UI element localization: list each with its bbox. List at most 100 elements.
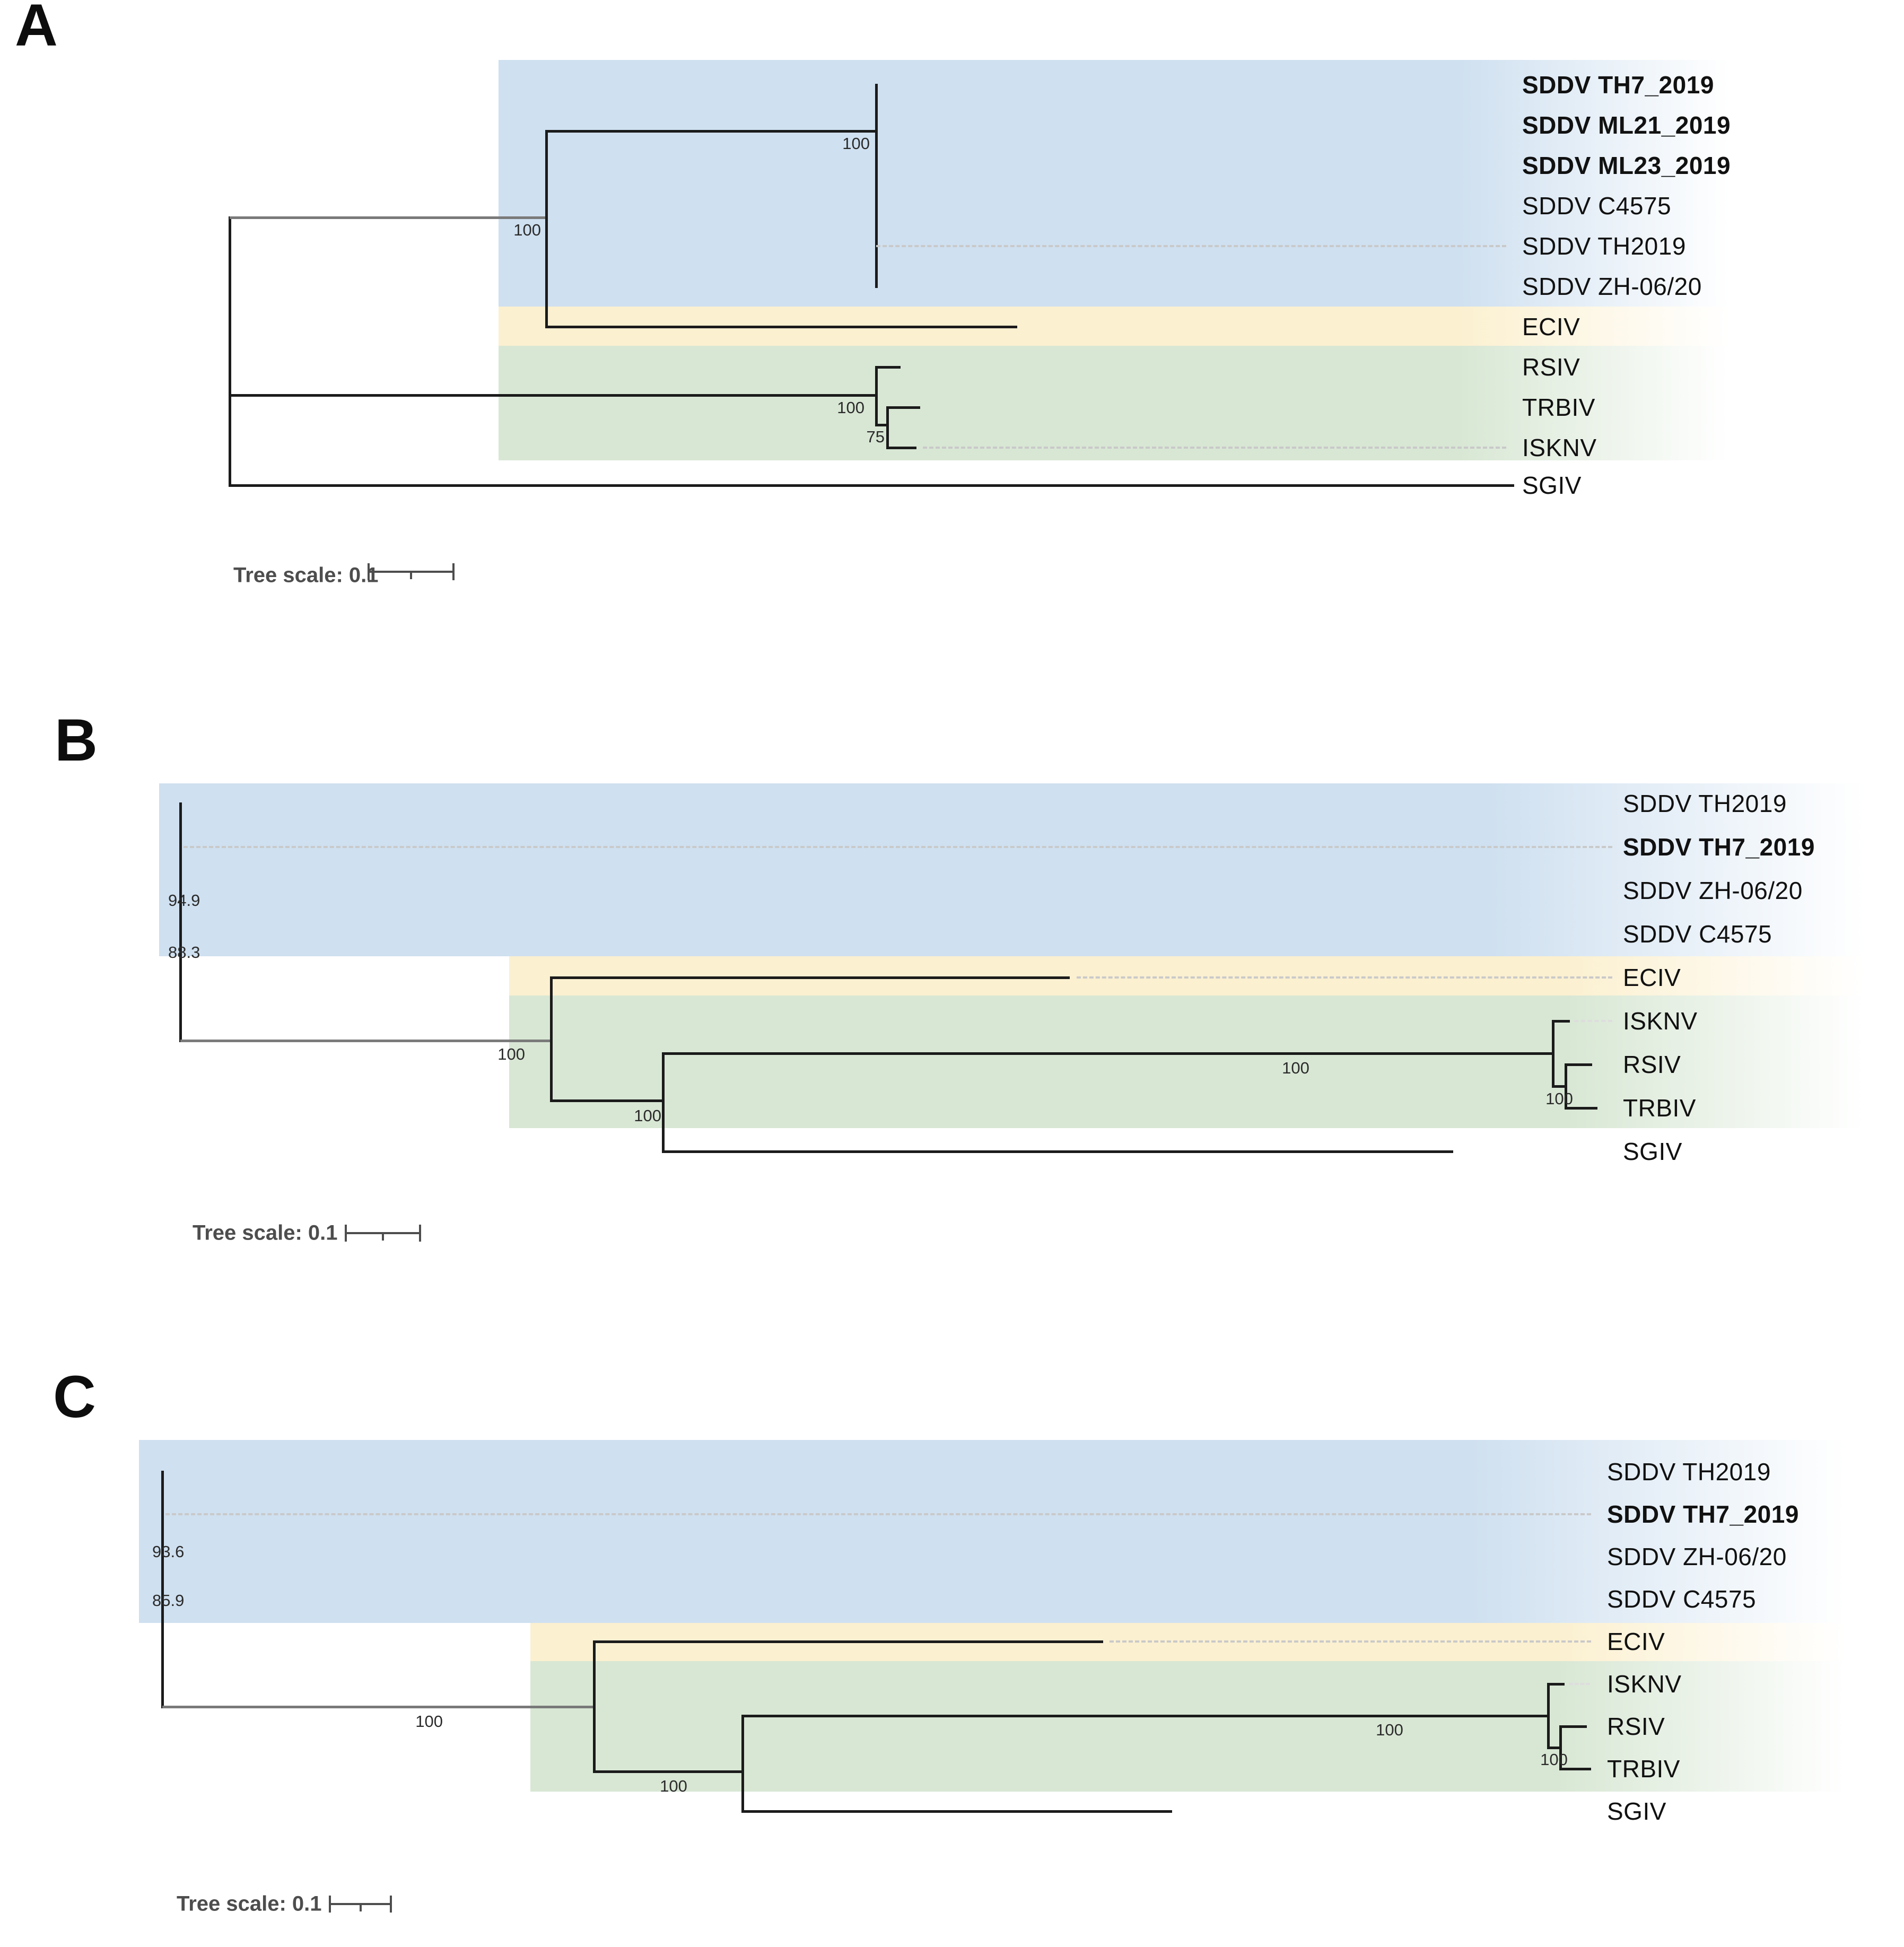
tree-scale-label: Tree scale: 0.1 <box>193 1221 338 1245</box>
support-label: 100 <box>497 1045 525 1063</box>
taxon-label: SDDV C4575 <box>1522 192 1672 220</box>
taxon-label: ISKNV <box>1522 434 1597 461</box>
taxon-label: SDDV TH2019 <box>1522 232 1686 260</box>
taxon-label: SDDV ZH-06/20 <box>1607 1543 1787 1570</box>
taxon-label: ECIV <box>1522 313 1580 340</box>
scale-bar-mid-tick <box>382 1233 384 1241</box>
branch-vertical <box>228 216 231 487</box>
branch-vertical <box>179 802 182 1042</box>
taxon-label: ISKNV <box>1623 1007 1698 1035</box>
branch-vertical <box>592 1640 596 1773</box>
branch-horizontal <box>1548 1746 1560 1749</box>
panel-letter: C <box>53 1364 96 1430</box>
support-label: 100 <box>1540 1750 1568 1769</box>
branch-horizontal <box>663 1052 1553 1055</box>
branch-horizontal <box>230 216 546 219</box>
branch-vertical <box>741 1714 744 1813</box>
branch-vertical <box>1551 1019 1554 1088</box>
branch-horizontal <box>1553 1085 1566 1088</box>
branch-horizontal <box>743 1810 1172 1813</box>
support-label: 100 <box>842 134 870 153</box>
alignment-dash <box>165 1513 1591 1515</box>
panel-letter: B <box>55 707 98 773</box>
taxon-label: RSIV <box>1607 1713 1665 1740</box>
support-label: 88.3 <box>168 943 200 962</box>
taxon-label: SDDV ML21_2019 <box>1522 111 1731 139</box>
clade-band-blue <box>159 783 1864 956</box>
scale-bar-mid-tick <box>410 572 412 579</box>
scale-bar-end-tick <box>368 563 370 580</box>
clade-band-green <box>499 346 1729 460</box>
taxon-label: ECIV <box>1623 964 1681 991</box>
branch-horizontal <box>887 406 920 409</box>
scale-bar-end-tick <box>329 1896 331 1913</box>
alignment-dash <box>1077 976 1612 979</box>
support-label: 75 <box>866 427 885 446</box>
branch-vertical <box>549 976 553 1102</box>
taxon-label: TRBIV <box>1623 1094 1696 1122</box>
scale-bar-mid-tick <box>359 1904 362 1911</box>
branch-horizontal <box>551 976 1070 979</box>
branch-horizontal <box>594 1770 743 1773</box>
taxon-label: SDDV C4575 <box>1607 1585 1757 1613</box>
tree-scale-label: Tree scale: 0.1 <box>177 1892 322 1916</box>
clade-band-green <box>530 1661 1846 1792</box>
branch-horizontal <box>551 1099 663 1102</box>
branch-horizontal <box>1548 1682 1565 1686</box>
branch-horizontal <box>1560 1767 1591 1770</box>
branch-horizontal <box>663 1150 1453 1153</box>
branch-horizontal <box>876 365 901 369</box>
branch-vertical <box>886 406 889 449</box>
scale-bar-end-tick <box>345 1225 347 1242</box>
taxon-label: SDDV ZH-06/20 <box>1522 273 1702 300</box>
taxon-label: SDDV ZH-06/20 <box>1623 877 1803 904</box>
taxon-label: SGIV <box>1623 1138 1682 1165</box>
clade-band-blue <box>499 60 1729 307</box>
scale-bar-end-tick <box>452 563 455 580</box>
taxon-label: SDDV ML23_2019 <box>1522 152 1731 179</box>
clade-band-blue <box>139 1440 1846 1623</box>
branch-vertical <box>1564 1063 1567 1110</box>
support-label: 100 <box>1545 1089 1573 1108</box>
branch-horizontal <box>1560 1725 1587 1728</box>
taxon-label: TRBIV <box>1607 1755 1680 1783</box>
branch-vertical <box>661 1052 665 1153</box>
taxon-label: RSIV <box>1623 1051 1681 1078</box>
support-label: 100 <box>660 1777 687 1795</box>
taxon-label: SDDV TH7_2019 <box>1607 1500 1799 1528</box>
branch-horizontal <box>230 394 876 397</box>
branch-horizontal <box>1566 1063 1592 1066</box>
branch-horizontal <box>594 1640 1103 1643</box>
branch-horizontal <box>743 1714 1548 1717</box>
branch-vertical <box>1559 1725 1562 1770</box>
alignment-dash <box>184 846 1612 848</box>
branch-horizontal <box>162 1705 594 1708</box>
panel-letter: A <box>15 0 58 58</box>
branch-vertical <box>161 1470 164 1708</box>
alignment-dash <box>923 447 1506 449</box>
branch-horizontal <box>887 446 916 449</box>
support-label: 100 <box>415 1712 443 1731</box>
support-label: 94.9 <box>168 891 200 910</box>
branch-horizontal <box>1553 1019 1570 1023</box>
taxon-label: SDDV TH2019 <box>1623 790 1787 817</box>
branch-vertical <box>875 83 878 288</box>
scale-bar-end-tick <box>390 1896 392 1913</box>
tree-scale-label: Tree scale: 0.1 <box>233 563 379 587</box>
branch-horizontal <box>546 129 876 133</box>
alignment-dash <box>876 245 1506 247</box>
taxon-label: RSIV <box>1522 353 1580 381</box>
branch-vertical <box>875 365 878 426</box>
taxon-label: TRBIV <box>1522 394 1595 421</box>
alignment-dash <box>1110 1640 1591 1643</box>
taxon-label: SDDV TH7_2019 <box>1623 833 1815 861</box>
support-label: 100 <box>837 398 864 417</box>
scale-bar-end-tick <box>419 1225 421 1242</box>
support-label: 100 <box>1282 1059 1309 1077</box>
branch-horizontal <box>180 1039 551 1042</box>
alignment-dash <box>1569 1683 1590 1685</box>
taxon-label: SGIV <box>1607 1797 1666 1825</box>
support-label: 85.9 <box>152 1591 185 1610</box>
taxon-label: ECIV <box>1607 1628 1665 1655</box>
